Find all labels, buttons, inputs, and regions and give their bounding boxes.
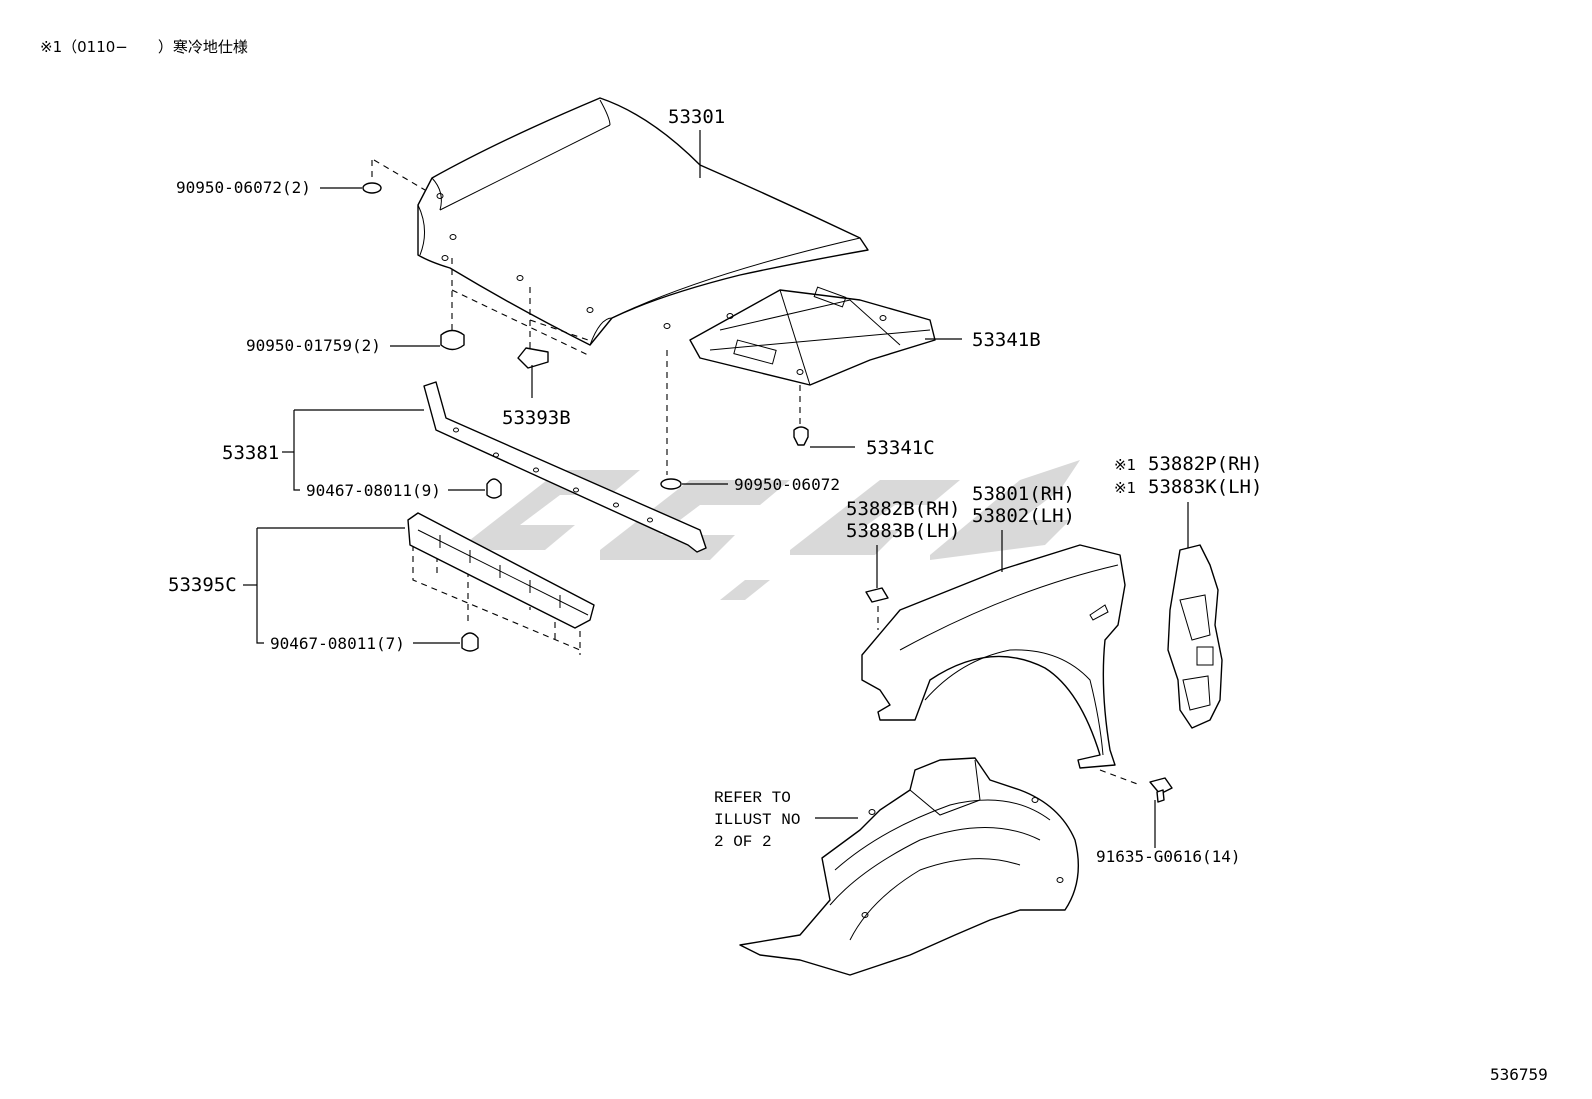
- fender-seal: [1167, 544, 1223, 729]
- label-fender-pad-rh: 53882B(RH): [846, 498, 960, 520]
- grille-seal: [407, 512, 595, 629]
- fender-pad: [865, 587, 889, 603]
- header-note: ※1（0110− ）寒冷地仕様: [40, 38, 248, 56]
- insulator-clip: [793, 426, 809, 446]
- seal-clip: [486, 478, 502, 499]
- label-grille-seal: 53395C: [168, 574, 237, 596]
- label-seal-note-mark-2: ※1: [1114, 479, 1136, 497]
- label-fender-seal-lh: 53883K(LH): [1148, 476, 1262, 498]
- fender-bolt: [1149, 777, 1173, 803]
- grille-clip: [461, 632, 479, 652]
- label-hood-seal: 53381: [222, 442, 279, 464]
- label-hood-retainer: 53393B: [502, 407, 571, 429]
- hood-panel: [417, 97, 869, 346]
- label-grille-clip: 90467-08011(7): [270, 634, 405, 653]
- label-hood-insulator: 53341B: [972, 329, 1041, 351]
- hood-insulator: [689, 286, 936, 386]
- label-hood-bumper: 90950-01759(2): [246, 336, 381, 355]
- hood-cushion-plug: [362, 182, 382, 194]
- label-insulator-clip: 53341C: [866, 437, 935, 459]
- front-fender: [861, 544, 1126, 769]
- label-fender-seal-rh: 53882P(RH): [1148, 453, 1262, 475]
- label-hood-cushion-plug: 90950-06072(2): [176, 178, 311, 197]
- fender-liner: [739, 757, 1080, 976]
- label-fender-pad-lh: 53883B(LH): [846, 520, 960, 542]
- hood-bumper: [440, 329, 465, 351]
- hood-to-radiator-seal: [423, 381, 707, 553]
- refer-note-line3: 2 OF 2: [714, 833, 772, 851]
- label-fender-rh: 53801(RH): [972, 483, 1075, 505]
- label-seal-clip: 90467-08011(9): [306, 481, 441, 500]
- label-seal-note-mark-1: ※1: [1114, 456, 1136, 474]
- label-hood: 53301: [668, 106, 725, 128]
- hood-retainer: [517, 347, 549, 369]
- refer-note-line1: REFER TO: [714, 789, 791, 807]
- illustration-number: 536759: [1490, 1065, 1548, 1084]
- leader-lines: [243, 130, 1189, 848]
- refer-note-line2: ILLUST NO: [714, 811, 800, 829]
- hole-plug: [660, 478, 682, 490]
- watermark-logo: [470, 460, 1080, 600]
- label-fender-bolt: 91635-G0616(14): [1096, 847, 1241, 866]
- label-fender-lh: 53802(LH): [972, 505, 1075, 527]
- label-hole-plug: 90950-06072: [734, 475, 840, 494]
